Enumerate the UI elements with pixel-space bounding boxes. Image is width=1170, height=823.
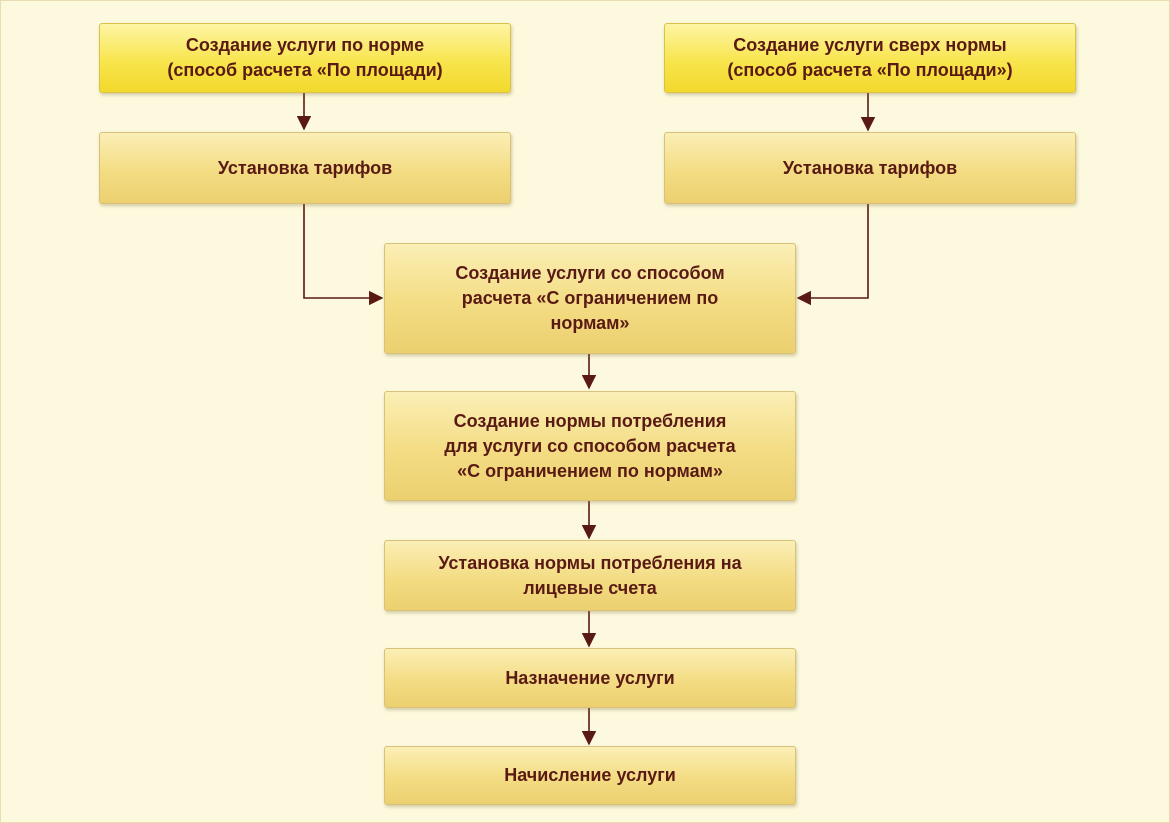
node-create-above-norm-service: Создание услуги сверх нормы (способ расч… (664, 23, 1076, 93)
node-charge-service: Начисление услуги (384, 746, 796, 805)
node-create-limited-service: Создание услуги со способом расчета «С о… (384, 243, 796, 354)
connector-tariffs-right-to-limited (796, 203, 869, 306)
node-label: Создание услуги сверх нормы (способ расч… (727, 35, 1013, 80)
node-assign-service: Назначение услуги (384, 648, 796, 708)
node-label: Создание услуги со способом расчета «С о… (455, 263, 725, 333)
node-label: Установка тарифов (782, 157, 958, 178)
node-set-tariffs-right: Установка тарифов (664, 132, 1076, 204)
node-label: Начисление услуги (504, 765, 676, 785)
node-label: Назначение услуги (505, 667, 675, 688)
node-create-norm-service: Создание услуги по норме (способ расчета… (99, 23, 511, 93)
node-assign-norm-accounts: Установка нормы потребления на лицевые с… (384, 540, 796, 611)
node-set-tariffs-left: Установка тарифов (99, 132, 511, 204)
connector-tariffs-left-to-limited (303, 203, 384, 306)
node-label: Создание услуги по норме (способ расчета… (167, 35, 443, 80)
node-label: Установка нормы потребления на лицевые с… (438, 552, 742, 598)
node-label: Создание нормы потребления для услуги со… (444, 410, 736, 481)
node-create-consumption-norm: Создание нормы потребления для услуги со… (384, 391, 796, 501)
node-label: Установка тарифов (217, 157, 393, 178)
